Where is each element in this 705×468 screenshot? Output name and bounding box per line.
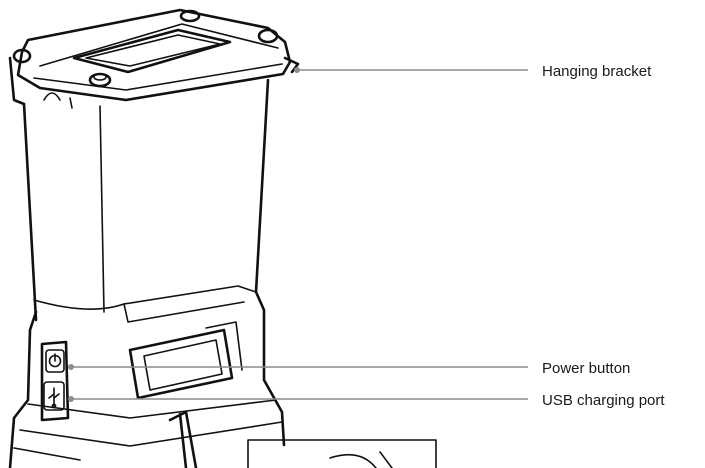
lantern-globe (22, 78, 270, 322)
callout-hanging-bracket: Hanging bracket (294, 63, 652, 80)
hanging-bracket (8, 56, 300, 109)
callout-label-power-button: Power button (542, 360, 630, 377)
callout-power-button: Power button (68, 360, 630, 377)
power-icon (48, 353, 62, 368)
lantern-illustration (8, 8, 437, 468)
lantern-lid (12, 8, 292, 102)
callout-label-usb-charging-port: USB charging port (542, 392, 665, 409)
callout-label-hanging-bracket: Hanging bracket (542, 63, 652, 80)
control-panel (40, 340, 70, 422)
callout-usb-charging-port: USB charging port (68, 392, 665, 409)
lantern-base (8, 290, 437, 468)
usb-icon (48, 387, 60, 409)
